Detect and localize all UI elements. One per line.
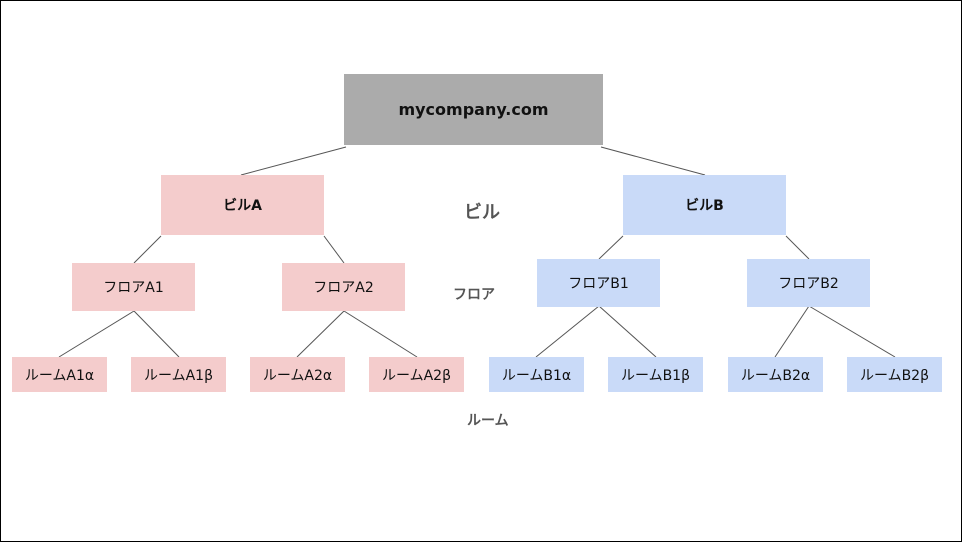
edge-floor-a1-room-a1-beta xyxy=(133,310,180,358)
floor-node-b2: フロアB2 xyxy=(747,259,870,307)
room-node-b2-beta: ルームB2β xyxy=(847,357,942,392)
room-node-b2-alpha: ルームB2α xyxy=(728,357,823,392)
floor-label: フロアA1 xyxy=(103,280,164,296)
room-node-b1-beta: ルームB1β xyxy=(608,357,703,392)
building-label: ビルA xyxy=(223,198,262,214)
floor-label: フロアB2 xyxy=(778,276,839,292)
edge-floor-a2-room-a2-alpha xyxy=(296,310,345,358)
room-label: ルームB2α xyxy=(740,367,811,384)
room-label: ルームB1α xyxy=(501,367,572,384)
edge-building-a-floor-a1 xyxy=(133,235,162,264)
floor-node-b1: フロアB1 xyxy=(537,259,660,307)
room-node-b1-alpha: ルームB1α xyxy=(489,357,584,392)
edge-floor-b2-room-b2-alpha xyxy=(774,305,810,358)
edge-building-b-floor-b1 xyxy=(598,235,624,260)
building-label: ビルB xyxy=(685,198,724,214)
room-node-a1-alpha: ルームA1α xyxy=(12,357,107,392)
level-label-floor: フロア xyxy=(453,287,495,303)
edge-root-building-b xyxy=(600,146,706,176)
room-node-a2-alpha: ルームA2α xyxy=(250,357,345,392)
root-node: mycompany.com xyxy=(344,74,603,145)
edge-floor-b2-room-b2-beta xyxy=(808,305,896,358)
room-label: ルームA1β xyxy=(144,367,213,384)
room-node-a2-beta: ルームA2β xyxy=(369,357,464,392)
level-label-building: ビル xyxy=(464,202,500,223)
edge-building-b-floor-b2 xyxy=(785,235,810,260)
floor-node-a2: フロアA2 xyxy=(282,263,405,311)
room-label: ルームA1α xyxy=(24,367,95,384)
room-label: ルームB1β xyxy=(620,367,691,384)
room-label: ルームA2α xyxy=(262,367,333,384)
edge-root-building-a xyxy=(240,146,347,176)
edge-floor-b1-room-b1-beta xyxy=(598,305,657,358)
room-node-a1-beta: ルームA1β xyxy=(131,357,226,392)
edge-floor-a1-room-a1-alpha xyxy=(58,310,135,358)
floor-label: フロアA2 xyxy=(313,280,374,296)
edge-building-a-floor-a2 xyxy=(323,235,345,264)
edge-floor-b1-room-b1-alpha xyxy=(535,305,600,358)
room-label: ルームA2β xyxy=(382,367,451,384)
edge-floor-a2-room-a2-beta xyxy=(343,310,418,358)
room-label: ルームB2β xyxy=(859,367,930,384)
building-node-a: ビルA xyxy=(161,175,324,235)
level-label-room: ルーム xyxy=(467,413,509,429)
root-label: mycompany.com xyxy=(398,100,549,119)
building-node-b: ビルB xyxy=(623,175,786,235)
floor-node-a1: フロアA1 xyxy=(72,263,195,311)
floor-label: フロアB1 xyxy=(568,276,629,292)
